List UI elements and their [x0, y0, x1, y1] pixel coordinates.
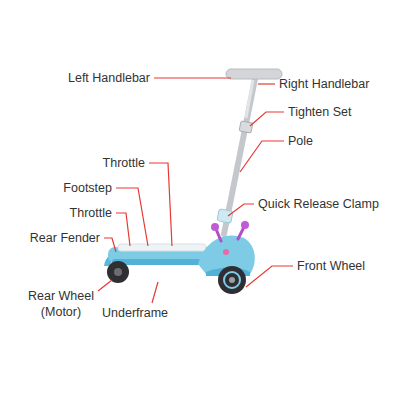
handlebar-shape — [226, 69, 282, 79]
front-wheel-hub — [229, 277, 235, 283]
front-wheel-rim — [224, 272, 240, 288]
part-label: Throttle — [70, 205, 112, 221]
part-label: Pole — [288, 133, 313, 149]
rear-wheel-shape — [107, 261, 129, 283]
leader-line — [116, 213, 130, 246]
leader-line — [149, 163, 172, 246]
antenna-shape — [216, 229, 221, 241]
part-label: Footstep — [63, 180, 112, 196]
part-label: Left Handlebar — [68, 70, 150, 86]
leader-line — [246, 266, 293, 287]
leader-line — [240, 141, 284, 172]
leader-line — [258, 83, 275, 84]
part-label: Throttle — [103, 155, 145, 171]
part-label: Front Wheel — [297, 258, 365, 274]
part-label: Quick Release Clamp — [258, 196, 379, 212]
front-wheel-shape — [218, 266, 246, 294]
pole-highlight — [246, 80, 253, 118]
clamp-shape — [217, 209, 233, 223]
leader-line — [250, 112, 284, 126]
leader-line — [98, 280, 112, 291]
part-label: Tighten Set — [288, 104, 351, 120]
leader-line — [104, 238, 116, 252]
leader-line — [152, 282, 158, 303]
leader-line — [154, 77, 231, 78]
antenna-tip — [211, 223, 219, 231]
face-dot — [223, 249, 229, 255]
antenna-shape — [238, 227, 244, 239]
tighten-set-shape — [239, 121, 253, 133]
part-label: Underframe — [102, 305, 168, 321]
antenna-tip — [241, 221, 249, 229]
part-label: Right Handlebar — [279, 76, 369, 92]
part-label: Rear Wheel (Motor) — [20, 288, 102, 320]
part-label: Rear Fender — [30, 230, 100, 246]
rear-wheel-hub — [114, 268, 122, 276]
leader-line — [116, 188, 148, 246]
footstep-shape — [118, 244, 206, 251]
leader-line — [228, 204, 254, 216]
